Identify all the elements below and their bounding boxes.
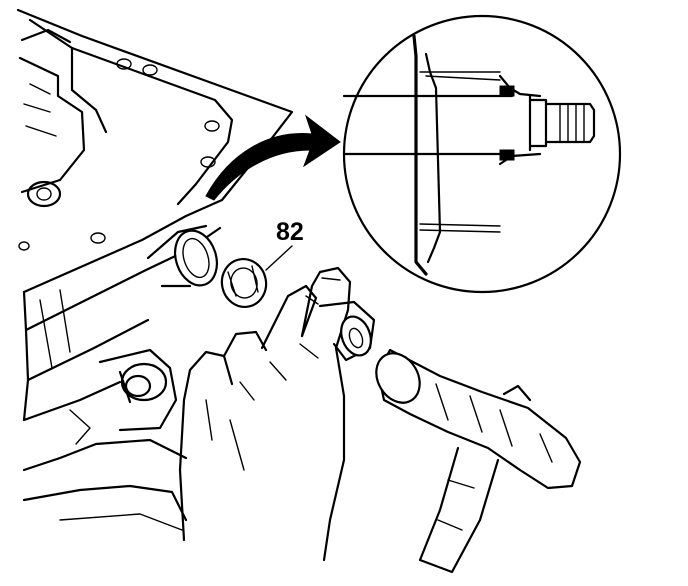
seal-driver-tool — [318, 300, 376, 362]
curved-arrow-icon — [205, 114, 341, 201]
transmission-housing — [16, 8, 294, 531]
seal-ring — [220, 257, 268, 309]
hammer-icon — [375, 348, 582, 574]
housing-bore — [146, 224, 218, 288]
hand — [178, 266, 352, 562]
detail-inset — [342, 14, 622, 294]
callout-82: 82 — [265, 218, 304, 271]
callout-label-82: 82 — [276, 218, 304, 246]
